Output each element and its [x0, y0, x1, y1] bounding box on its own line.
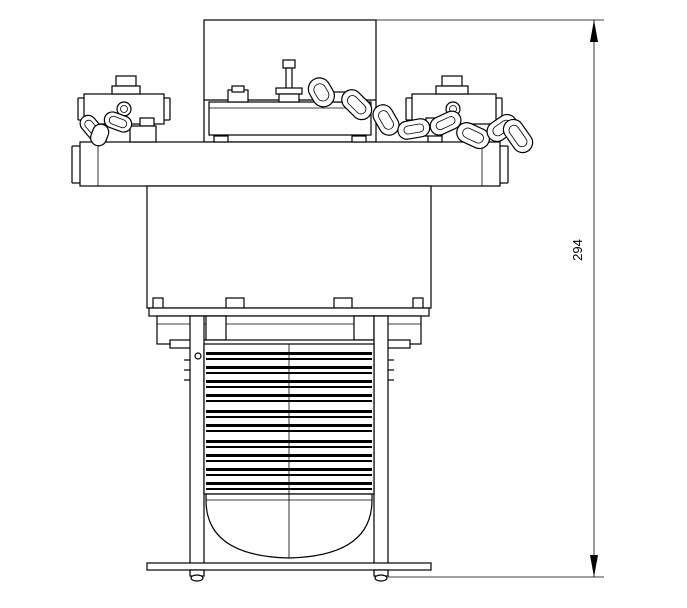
lens-rib — [206, 394, 372, 397]
height-dimension-label: 294 — [570, 239, 585, 261]
height-dimension: 294 — [376, 19, 604, 578]
support-rods — [189, 315, 389, 573]
lens-rib — [206, 430, 372, 432]
lens-rib — [206, 440, 372, 443]
lens-housing — [184, 343, 394, 495]
lens-rib — [206, 474, 372, 476]
lens-rib — [206, 410, 372, 413]
lens-rib — [206, 446, 372, 448]
right-chain — [307, 77, 534, 154]
flange-plate — [71, 133, 509, 187]
lens-rib — [206, 460, 372, 462]
lens-rib — [206, 482, 372, 485]
lens-rib — [206, 366, 372, 369]
body-cylinder — [146, 185, 432, 309]
lens-rib — [206, 468, 372, 471]
lens-rib — [206, 358, 372, 360]
lens-rib — [206, 424, 372, 427]
clamp-plate — [208, 59, 372, 136]
lens-rib — [206, 416, 372, 418]
lens-rib — [206, 372, 372, 374]
left-chain — [79, 111, 133, 147]
lens-rib — [206, 454, 372, 457]
lens-rib — [206, 400, 372, 402]
lens-rib — [206, 352, 372, 355]
base-plate — [146, 562, 432, 582]
dome-lens — [205, 493, 373, 559]
lens-rib — [206, 386, 372, 388]
lens-rib — [206, 380, 372, 383]
lens-rib — [206, 488, 372, 490]
